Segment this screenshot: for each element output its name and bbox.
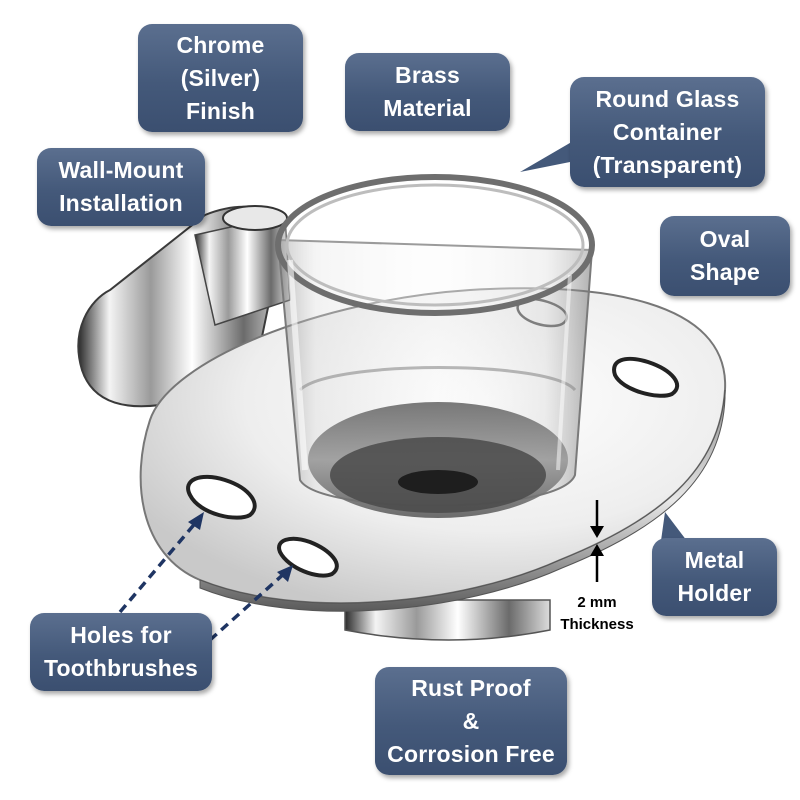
label-glass-line-2: Container <box>612 118 723 145</box>
label-brass-line-1: Brass <box>395 62 460 88</box>
label-brass-line-2: Material <box>383 95 472 121</box>
label-rust-line-2: & <box>462 707 480 734</box>
label-rust-proof: Rust Proof & Corrosion Free <box>375 667 567 775</box>
label-metal-line-1: Metal <box>684 547 745 573</box>
label-oval-line-2: Shape <box>689 259 761 285</box>
label-chrome-line-3: Finish <box>186 97 255 124</box>
thickness-note: 2 mm Thickness <box>552 592 642 636</box>
label-wall-line-1: Wall-Mount <box>58 157 184 183</box>
label-chrome-line-2: (Silver) <box>180 64 261 91</box>
label-glass-line-3: (Transparent) <box>592 151 743 178</box>
label-oval-shape: Oval Shape <box>660 216 790 296</box>
label-glass-line-1: Round Glass <box>595 85 740 112</box>
label-wall-line-2: Installation <box>59 190 183 216</box>
label-brass-material: Brass Material <box>345 53 510 131</box>
label-chrome-line-1: Chrome <box>176 31 265 58</box>
label-wall-mount: Wall-Mount Installation <box>37 148 205 226</box>
thickness-value: 2 mm <box>577 594 617 611</box>
label-rust-line-3: Corrosion Free <box>387 740 555 767</box>
label-holes-line-2: Toothbrushes <box>43 655 199 681</box>
label-rust-line-1: Rust Proof <box>411 674 531 701</box>
label-oval-line-1: Oval <box>699 226 751 252</box>
label-metal-holder: Metal Holder <box>652 538 777 616</box>
label-round-glass-container: Round Glass Container (Transparent) <box>570 77 765 187</box>
label-metal-line-2: Holder <box>677 580 752 606</box>
label-chrome-finish: Chrome (Silver) Finish <box>138 24 303 132</box>
label-holes-line-1: Holes for <box>70 622 172 648</box>
label-toothbrush-holes: Holes for Toothbrushes <box>30 613 212 691</box>
thickness-label: Thickness <box>560 616 634 633</box>
